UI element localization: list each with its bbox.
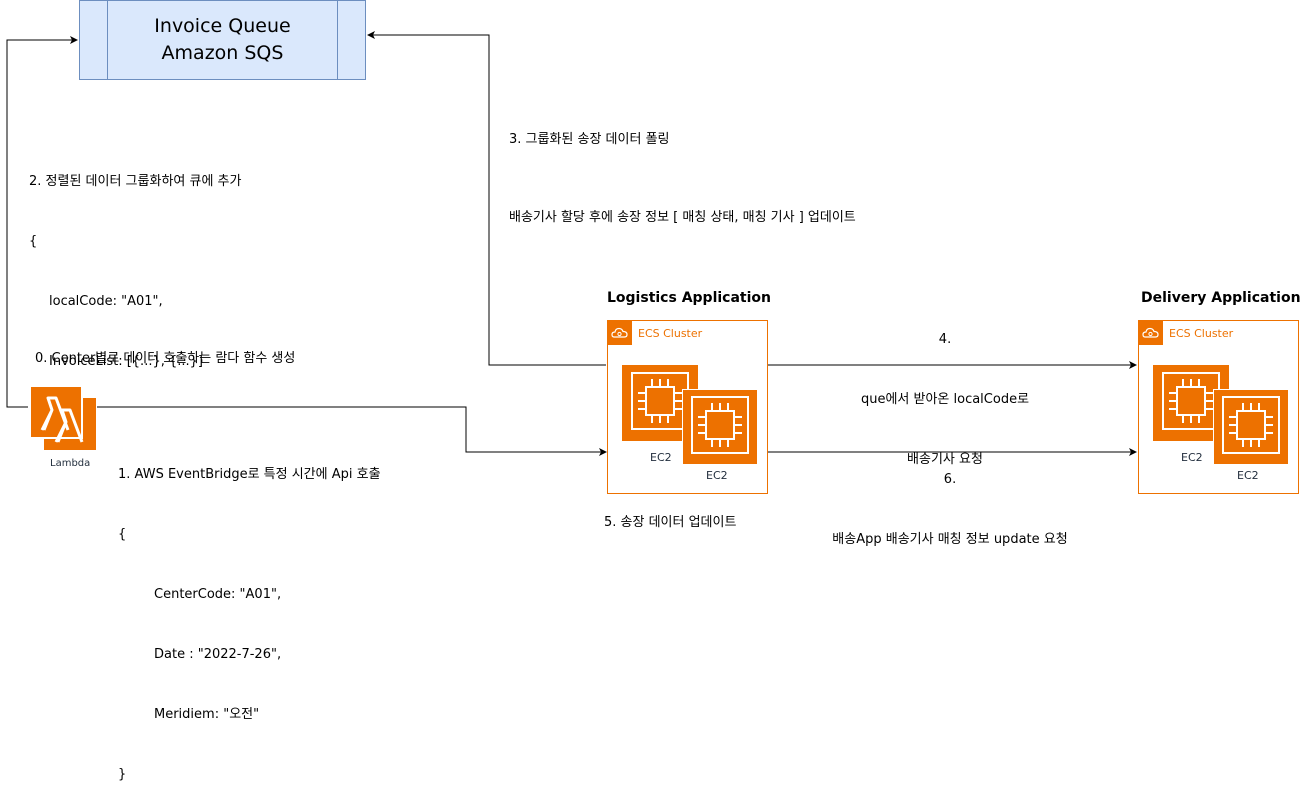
step6-line1: 6. xyxy=(943,472,957,487)
step2-line: localCode: "A01", xyxy=(49,294,163,309)
step2-annotation: 2. 정렬된 데이터 그룹화하여 큐에 추가 { localCode: "A01… xyxy=(29,132,241,452)
step1-title: 1. AWS EventBridge로 특정 시간에 Api 호출 xyxy=(118,467,381,482)
step5-annotation: 5. 송장 데이터 업데이트 xyxy=(604,515,737,530)
step2-line: { xyxy=(29,234,38,249)
connector-logistics-to-queue xyxy=(367,31,606,366)
step1-line: Meridiem: "오전" xyxy=(154,707,260,722)
step6-line2: 배송App 배송기사 매칭 정보 update 요청 xyxy=(832,532,1068,547)
delivery-cluster-label: ECS Cluster xyxy=(1169,327,1234,340)
connector-layer xyxy=(6,31,1137,456)
connector-lambda-to-queue xyxy=(6,36,78,408)
ecs-cluster-icon xyxy=(1139,321,1163,345)
step2-line: InvoiceList: [{...}, {...}] xyxy=(49,354,204,369)
logistics-ecs-cluster[interactable]: ECS Cluster EC2 EC2 xyxy=(607,320,768,494)
delivery-ecs-cluster[interactable]: ECS Cluster EC2 EC2 xyxy=(1138,320,1299,494)
step1-line: Date : "2022-7-26", xyxy=(154,647,282,662)
queue-title-line2: Amazon SQS xyxy=(161,42,284,64)
step1-line: { xyxy=(118,527,127,542)
lambda-icon xyxy=(29,385,96,450)
step1-line: } xyxy=(118,767,127,782)
delivery-title: Delivery Application xyxy=(1141,290,1301,306)
lambda-node[interactable] xyxy=(28,384,98,456)
ec2-label: EC2 xyxy=(1181,451,1203,464)
step4-line2: que에서 받아온 localCode로 xyxy=(860,392,1030,407)
step1-annotation: 1. AWS EventBridge로 특정 시간에 Api 호출 { Cent… xyxy=(118,425,381,805)
ecs-cluster-icon xyxy=(608,321,632,345)
step2-title: 2. 정렬된 데이터 그룹화하여 큐에 추가 xyxy=(29,174,242,189)
ec2-icon xyxy=(682,389,758,465)
logistics-title: Logistics Application xyxy=(607,290,771,306)
ec2-icon xyxy=(1213,389,1289,465)
ec2-label: EC2 xyxy=(1237,469,1259,482)
invoice-queue-node[interactable]: Invoice Queue Amazon SQS xyxy=(79,0,366,80)
logistics-cluster-label: ECS Cluster xyxy=(638,327,703,340)
queue-title: Invoice Queue Amazon SQS xyxy=(108,13,337,67)
ec2-label: EC2 xyxy=(650,451,672,464)
step3-annotation: 3. 그룹화된 송장 데이터 폴링 배송기사 할당 후에 송장 정보 [ 매칭 … xyxy=(509,90,856,248)
step1-line: CenterCode: "A01", xyxy=(154,587,282,602)
step4-annotation: 4. que에서 받아온 localCode로 배송기사 요청 xyxy=(800,290,1090,490)
queue-right-bar xyxy=(337,1,365,79)
queue-title-line1: Invoice Queue xyxy=(154,15,291,37)
step3-line2: 배송기사 할당 후에 송장 정보 [ 매칭 상태, 매칭 기사 ] 업데이트 xyxy=(509,210,856,225)
step6-annotation: 6. 배송App 배송기사 매칭 정보 update 요청 xyxy=(800,430,1100,570)
step4-line3: 배송기사 요청 xyxy=(907,452,983,467)
step0-annotation: 0. Center별로 데이터 호출하는 람다 함수 생성 xyxy=(35,351,296,366)
step4-line1: 4. xyxy=(938,332,952,347)
step3-line1: 3. 그룹화된 송장 데이터 폴링 xyxy=(509,132,670,147)
lambda-label: Lambda xyxy=(50,458,91,469)
queue-left-bar xyxy=(80,1,108,79)
ec2-label: EC2 xyxy=(706,469,728,482)
connector-lambda-to-logistics xyxy=(97,406,607,456)
